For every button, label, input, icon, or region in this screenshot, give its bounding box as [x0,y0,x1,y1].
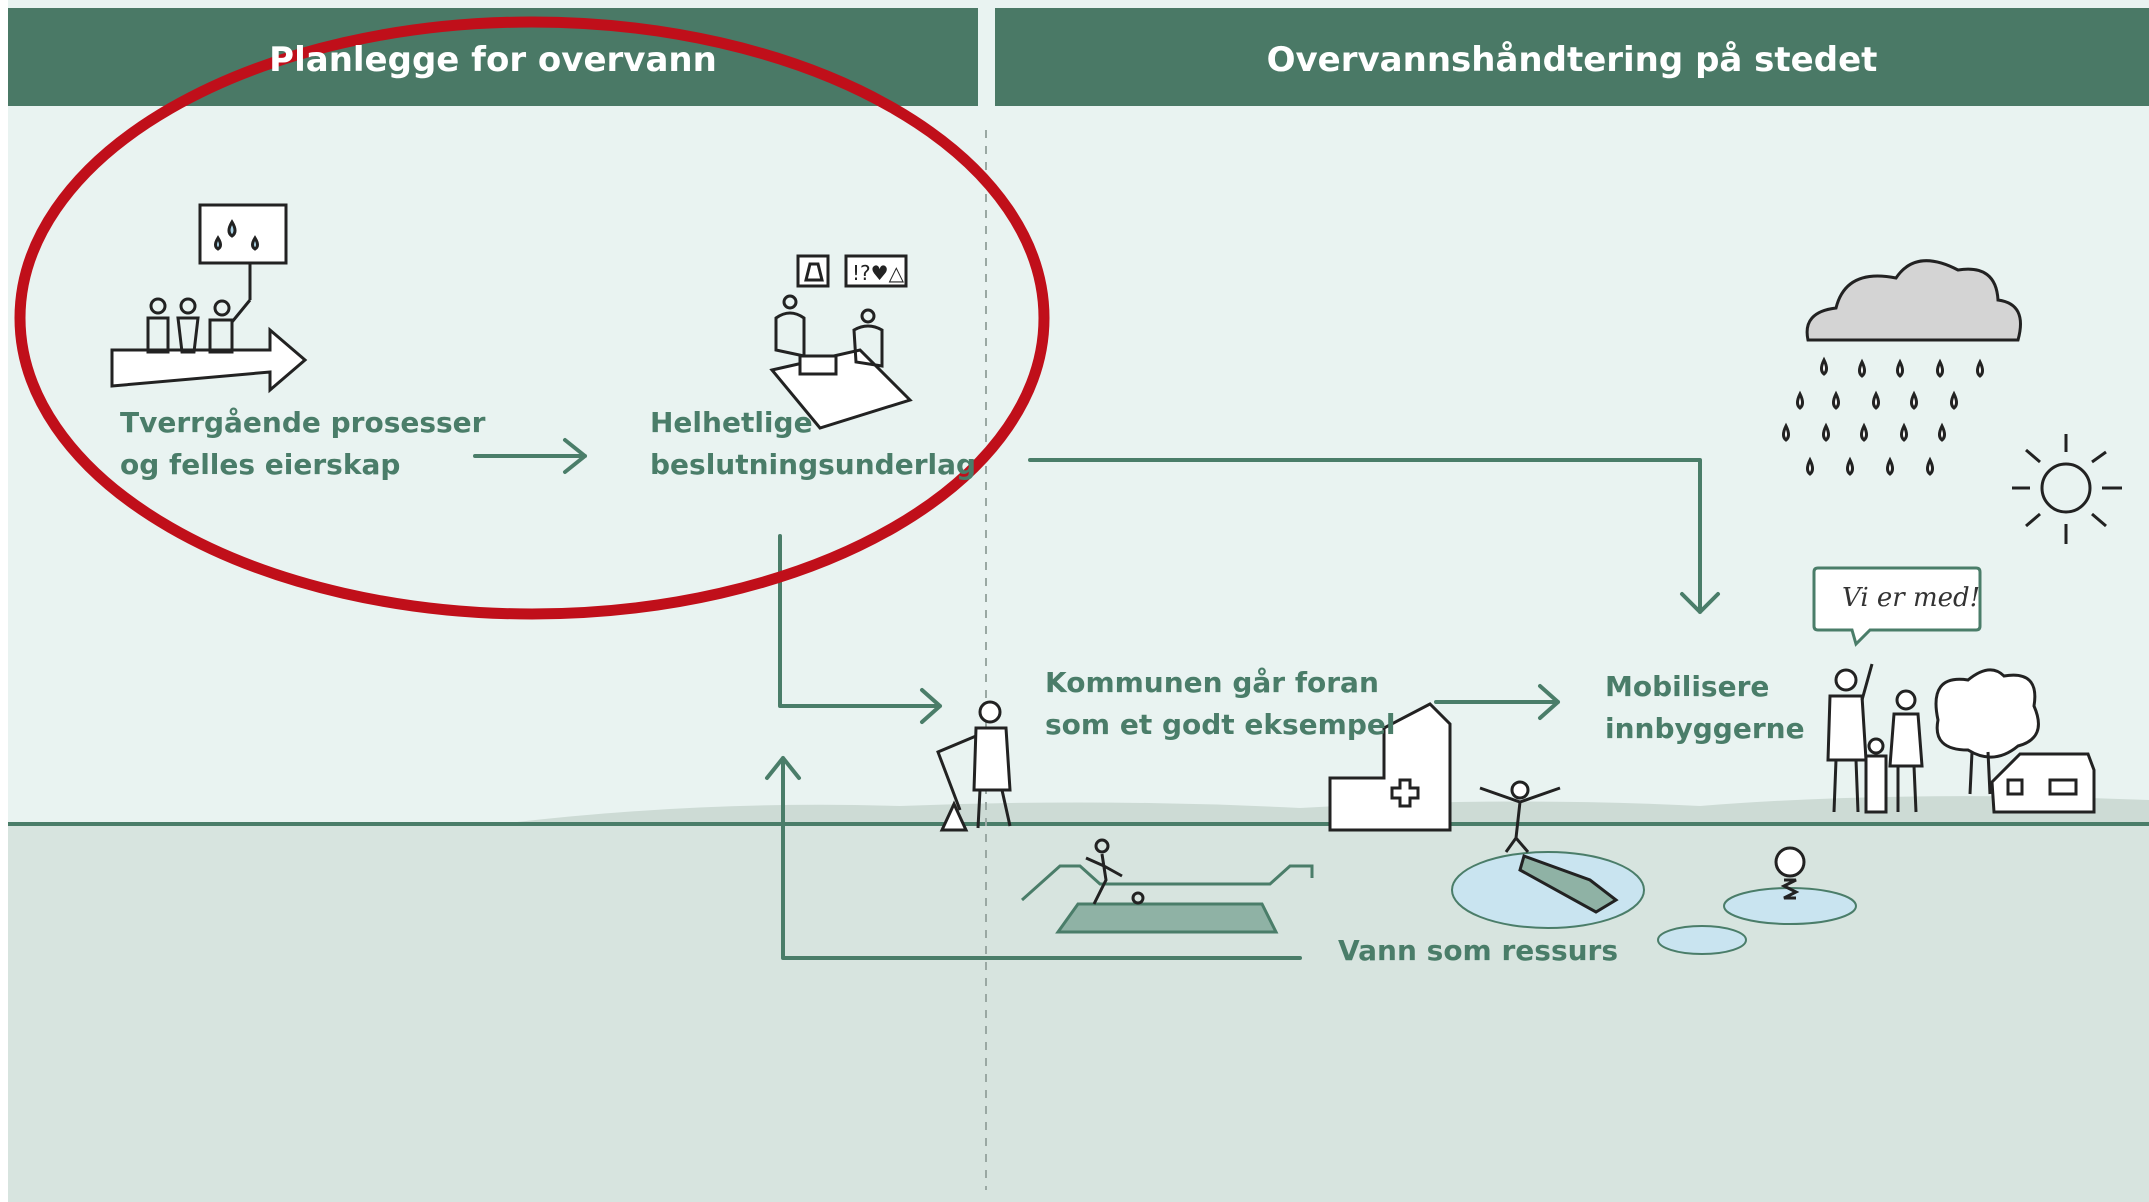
worker-icon [936,700,1012,832]
step-water-resource: Vann som ressurs [1338,934,1619,967]
speech-bubble-text: Vi er med! [1842,583,1981,613]
header-right-title: Overvannshåndtering på stedet [1266,40,1878,80]
speech-bubble [1812,566,1982,647]
people-arrow-icon [110,203,308,394]
arrow-to-municipality [778,534,942,724]
sunken-court-icon [1020,838,1314,934]
house-icon [1990,752,2096,814]
sun-icon [2012,434,2122,544]
header-left-title: Planlegge for overvann [269,40,717,80]
highlight-ellipse [14,16,1050,620]
step-cross-sector: Tverrgående prosesser og felles eierskap [120,406,486,481]
arrow-to-mobilize-top [1028,458,1720,614]
meeting-icon: !?♥△ [769,254,913,430]
svg-text:!?♥△: !?♥△ [852,261,905,285]
arrow-water-loop [765,756,1302,960]
citizens-icon [1826,663,1924,814]
ground-background [8,824,2149,1202]
step-holistic-basis: Helhetlige beslutningsunderlag [650,406,977,481]
spring-toy-icon [1774,846,1806,900]
tree-icon [1934,668,2040,795]
header-right-bar [995,8,2149,106]
flow-arrows [473,438,1720,960]
balancing-person-icon [1479,780,1619,914]
step-municipality-example: Kommunen går foran som et godt eksempel [1045,666,1396,741]
hills [500,796,2149,824]
arrow-to-mobilize [1434,684,1560,720]
rain-cloud-icon [1782,259,2022,476]
hospital-icon [1328,702,1452,832]
sky-background [8,0,2149,824]
step-mobilize-citizens: Mobilisere innbyggerne [1605,670,1805,745]
arrow-to-holistic [473,438,587,474]
